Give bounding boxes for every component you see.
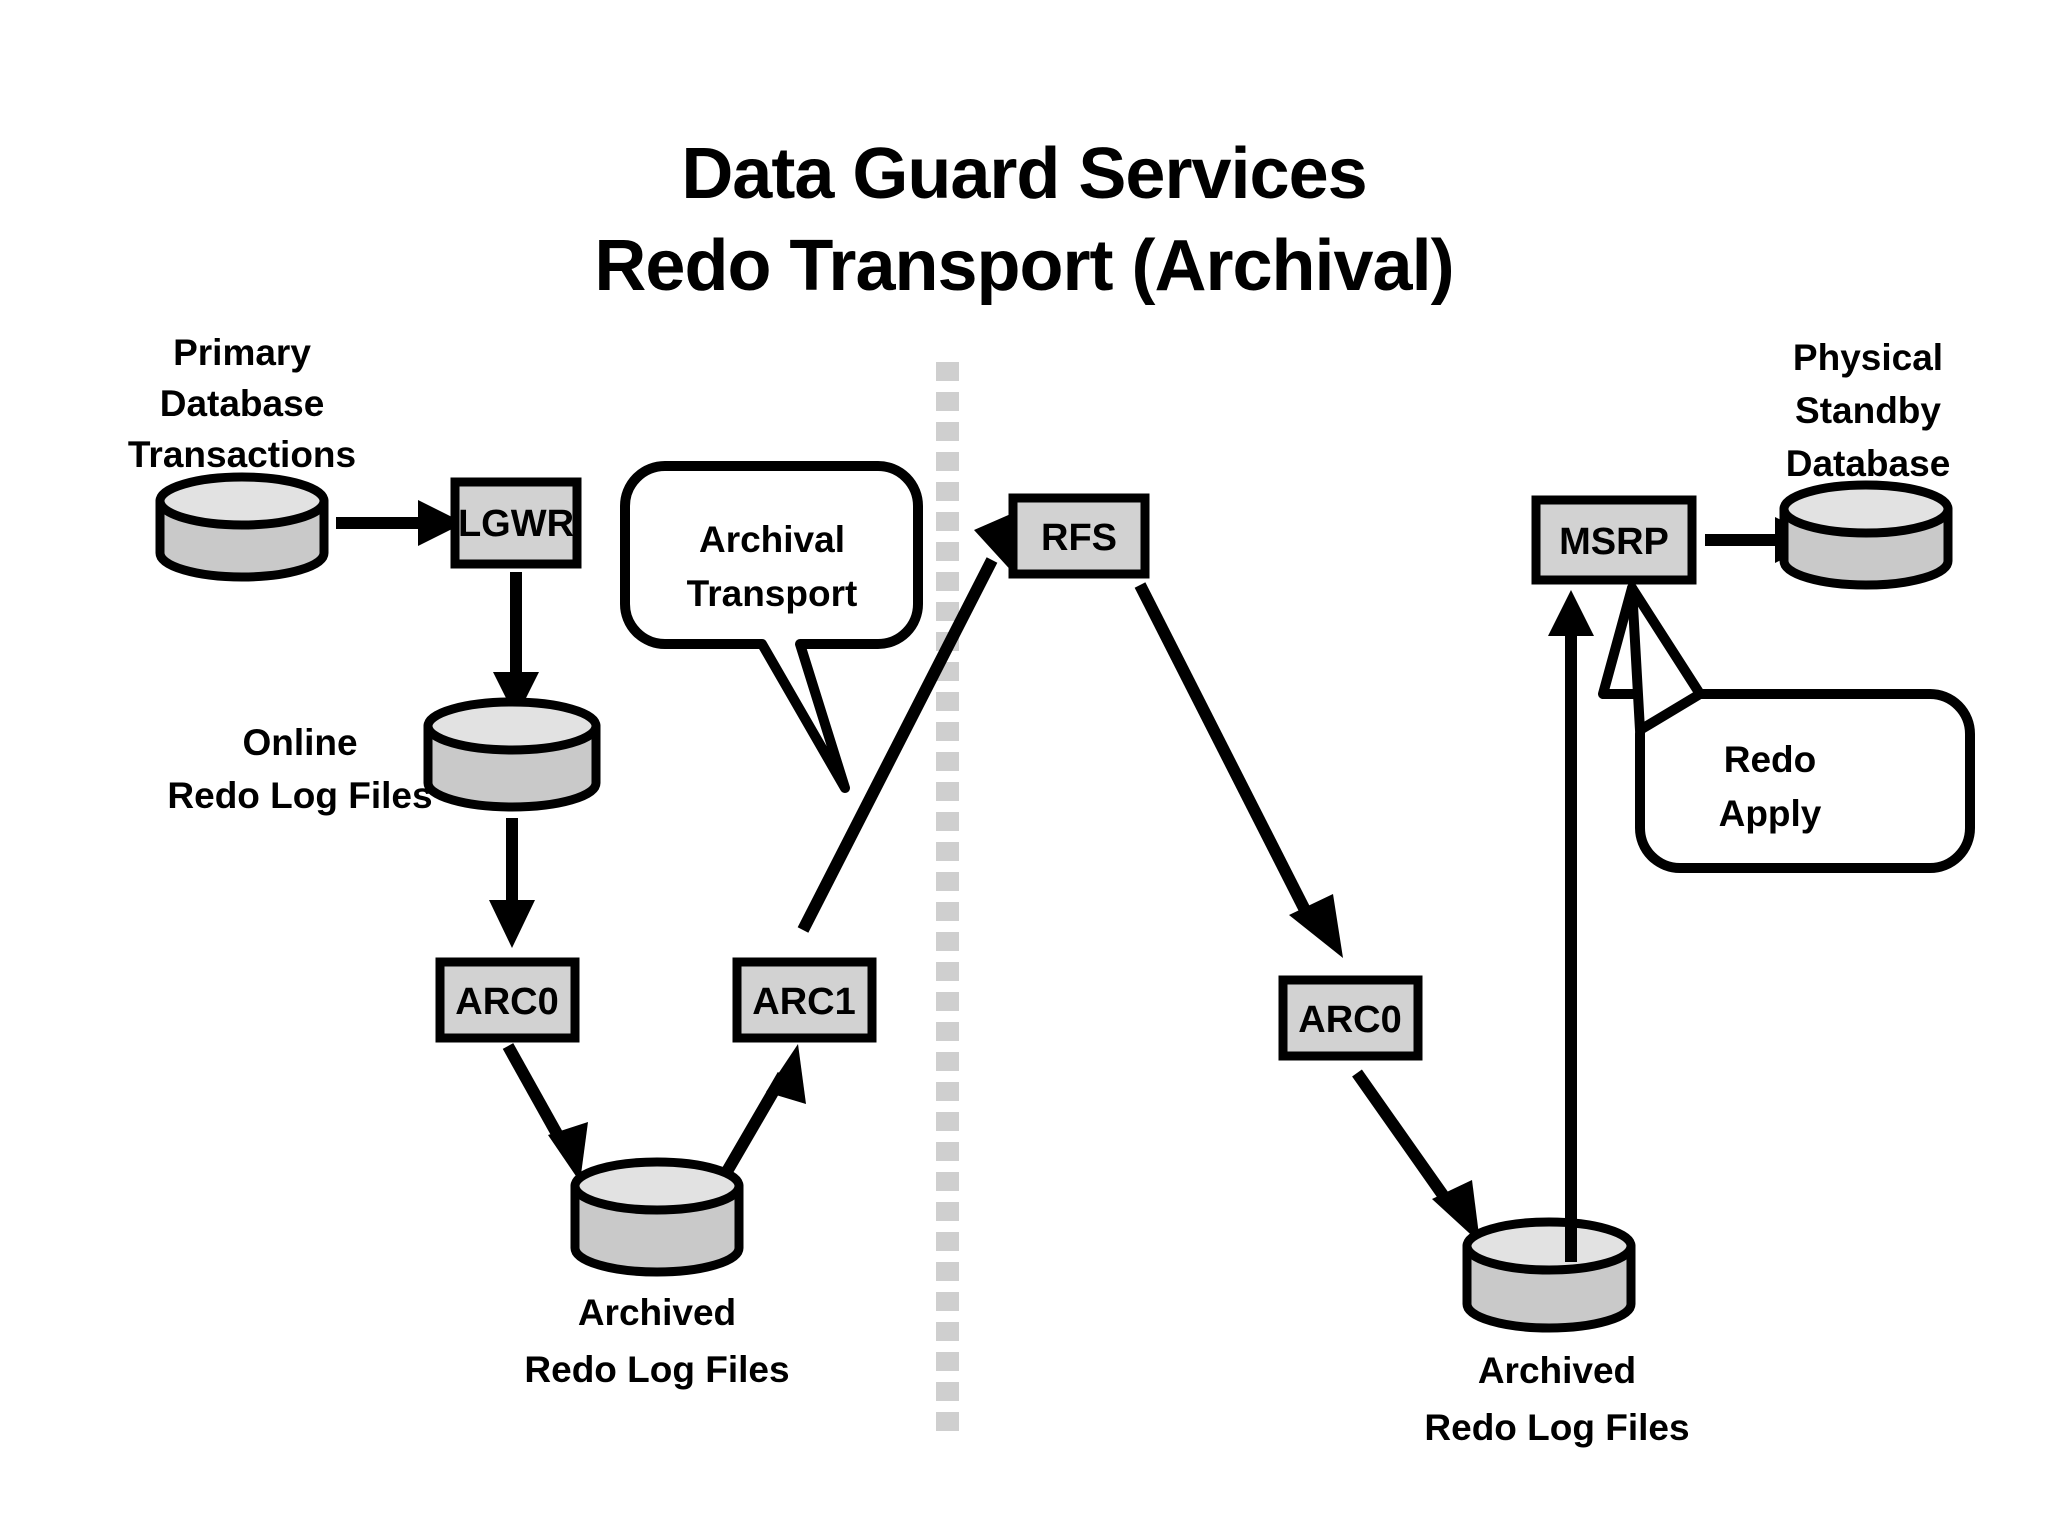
- primary-arc1-process-box: ARC1: [732, 957, 877, 1043]
- title-line-1: Data Guard Services: [681, 134, 1366, 214]
- redo-apply-line-2: Apply: [1719, 793, 1822, 834]
- standby-arc0-process-box: ARC0: [1278, 975, 1423, 1061]
- standby-archived-line-1: Archived: [1478, 1350, 1636, 1391]
- online-redo-log-caption: Online Redo Log Files: [167, 722, 432, 816]
- standby-caption-line-2: Standby: [1795, 390, 1941, 431]
- primary-arc0-process-box: ARC0: [435, 957, 580, 1043]
- primary-arc1-label: ARC1: [752, 981, 855, 1023]
- arrow-standby-arc0-to-archived: [1352, 1069, 1480, 1243]
- primary-caption-line-3: Transactions: [128, 434, 356, 475]
- arrow-primary-arc0-to-archived: [502, 1043, 588, 1182]
- archival-transport-line-2: Transport: [687, 573, 858, 614]
- primary-arc0-label: ARC0: [455, 981, 558, 1023]
- primary-archived-line-2: Redo Log Files: [524, 1349, 789, 1390]
- msrp-label: MSRP: [1559, 521, 1669, 563]
- vertical-dotted-separator: [936, 362, 959, 1431]
- primary-archived-redo-cylinder: [570, 1157, 744, 1277]
- primary-archived-caption: Archived Redo Log Files: [524, 1292, 789, 1390]
- rfs-process-box: RFS: [1008, 493, 1150, 579]
- online-redo-caption-line-2: Redo Log Files: [167, 775, 432, 816]
- primary-archived-line-1: Archived: [578, 1292, 736, 1333]
- page-title: Data Guard Services Redo Transport (Arch…: [594, 134, 1454, 306]
- arrow-lgwr-to-online-redo: [493, 572, 539, 718]
- online-redo-log-cylinder: [423, 697, 601, 812]
- rfs-label: RFS: [1041, 517, 1117, 559]
- standby-database-caption: Physical Standby Database: [1786, 337, 1951, 484]
- primary-database-caption: Primary Database Transactions: [128, 332, 356, 475]
- archival-transport-line-1: Archival: [699, 519, 845, 560]
- arrow-online-redo-to-arc0: [489, 818, 535, 948]
- primary-caption-line-1: Primary: [173, 332, 311, 373]
- online-redo-caption-line-1: Online: [242, 722, 357, 763]
- lgwr-label: LGWR: [458, 503, 574, 545]
- lgwr-process-box: LGWR: [450, 477, 582, 569]
- msrp-process-box: MSRP: [1531, 495, 1697, 585]
- standby-archived-caption: Archived Redo Log Files: [1424, 1350, 1689, 1448]
- primary-caption-line-2: Database: [160, 383, 325, 424]
- arrow-archived-to-primary-arc1: [716, 1044, 806, 1184]
- standby-archived-redo-cylinder: [1462, 1217, 1636, 1333]
- standby-caption-line-1: Physical: [1793, 337, 1943, 378]
- arrow-rfs-to-standby-arc0: [1134, 582, 1343, 958]
- redo-apply-callout: Redo Apply: [1598, 583, 1975, 873]
- standby-caption-line-3: Database: [1786, 443, 1951, 484]
- archival-transport-callout: Archival Transport: [620, 461, 923, 793]
- standby-archived-line-2: Redo Log Files: [1424, 1407, 1689, 1448]
- arrow-primary-db-to-lgwr: [336, 500, 464, 546]
- redo-apply-line-1: Redo: [1724, 739, 1817, 780]
- standby-arc0-label: ARC0: [1298, 999, 1401, 1041]
- standby-database-cylinder: [1779, 480, 1953, 590]
- primary-database-cylinder: [155, 472, 329, 582]
- title-line-2: Redo Transport (Archival): [594, 226, 1453, 306]
- arrow-standby-archived-to-msrp: [1548, 590, 1594, 1262]
